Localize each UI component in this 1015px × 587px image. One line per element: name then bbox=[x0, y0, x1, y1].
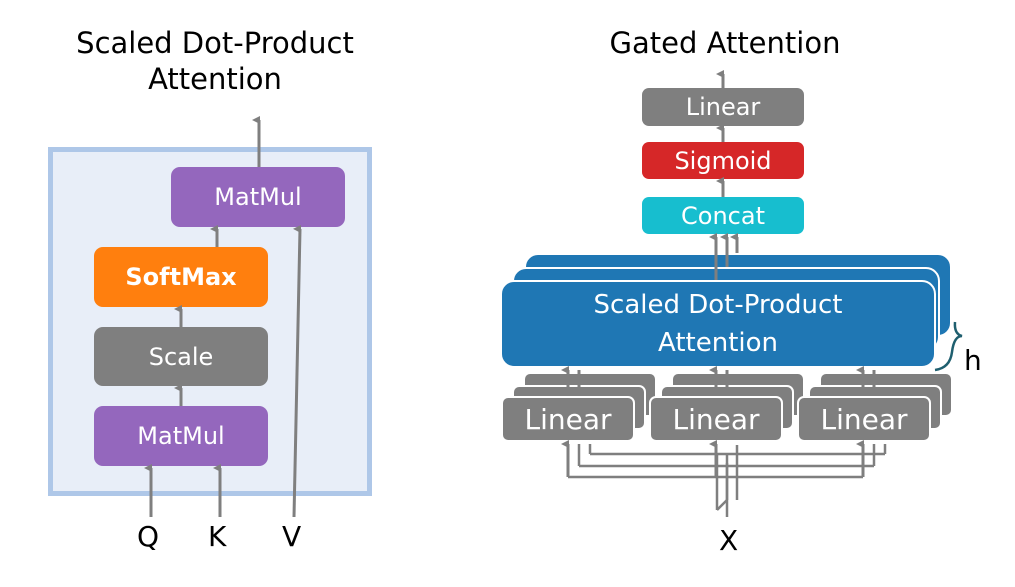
linear-q-label: Linear bbox=[524, 402, 612, 436]
matmul-top-block: MatMul bbox=[171, 167, 345, 227]
concat-label: Concat bbox=[681, 201, 765, 230]
scale-block: Scale bbox=[94, 327, 268, 386]
heads-label: h bbox=[964, 344, 982, 377]
input-v-label: V bbox=[282, 520, 302, 553]
matmul-bottom-label: MatMul bbox=[137, 422, 225, 450]
matmul-bottom-block: MatMul bbox=[94, 406, 268, 466]
input-q-label: Q bbox=[137, 520, 160, 553]
sdpa-title-line1: Scaled Dot-Product bbox=[76, 26, 354, 60]
softmax-label: SoftMax bbox=[125, 263, 237, 291]
matmul-top-label: MatMul bbox=[214, 183, 302, 211]
softmax-block: SoftMax bbox=[94, 247, 268, 307]
concat-block: Concat bbox=[642, 197, 804, 234]
linear-v-label: Linear bbox=[820, 402, 908, 436]
input-k-label: K bbox=[208, 520, 227, 553]
sdpa-head-label-line1: Scaled Dot-Product bbox=[593, 290, 843, 320]
linear-k-label: Linear bbox=[672, 402, 760, 436]
gated-attention-title: Gated Attention bbox=[609, 26, 841, 60]
sdpa-head-label-line2: Attention bbox=[658, 328, 778, 358]
linear-k-block: Linear bbox=[649, 396, 783, 442]
linear-output-block: Linear bbox=[642, 88, 804, 126]
sdpa-title: Scaled Dot-Product Attention bbox=[40, 26, 390, 96]
input-x-label: X bbox=[719, 524, 739, 557]
linear-output-label: Linear bbox=[685, 93, 761, 121]
sdpa-head-front: Scaled Dot-Product Attention bbox=[500, 280, 936, 368]
sdpa-title-line2: Attention bbox=[148, 62, 282, 96]
sigmoid-block: Sigmoid bbox=[642, 142, 804, 179]
linear-v-block: Linear bbox=[797, 396, 931, 442]
sigmoid-label: Sigmoid bbox=[674, 146, 772, 175]
linear-q-block: Linear bbox=[501, 396, 635, 442]
route-x-b bbox=[716, 499, 728, 511]
scale-label: Scale bbox=[148, 342, 214, 371]
